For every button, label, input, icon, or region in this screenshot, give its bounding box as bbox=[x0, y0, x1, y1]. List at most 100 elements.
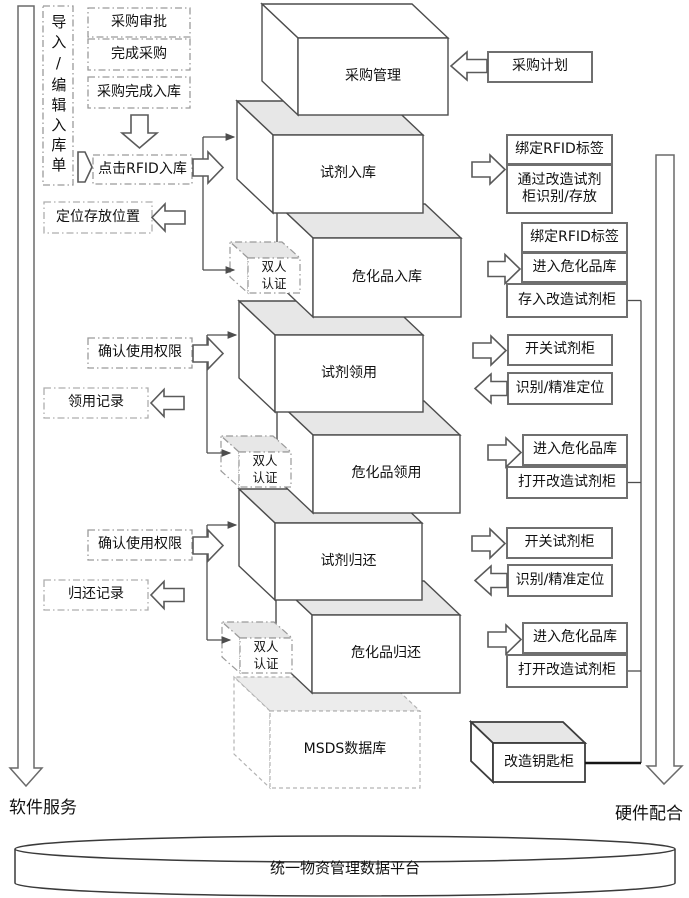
right-arrow-reagent-in-group bbox=[471, 153, 507, 186]
reagent-use-switch-cabinet-label: 开关试剂柜 bbox=[525, 341, 595, 358]
front-face bbox=[311, 614, 461, 694]
key-cabinet-label: 改造钥匙柜 bbox=[504, 753, 574, 770]
purchase-complete-box bbox=[87, 38, 191, 71]
return-record-label: 归还记录 bbox=[68, 586, 124, 603]
purchase-mgmt-label: 采购管理 bbox=[345, 67, 401, 84]
front-face bbox=[297, 37, 449, 116]
front-face bbox=[312, 434, 461, 514]
reagent-return-identify-locate-label: 识别/精准定位 bbox=[515, 571, 605, 588]
reagent-return-label: 试剂归还 bbox=[320, 552, 377, 569]
purchase-done-storage-label: 采购完成入库 bbox=[97, 83, 181, 100]
import-edit-note-label: 导入/编辑入库单 bbox=[49, 14, 68, 177]
purchase-plan-box bbox=[487, 51, 593, 83]
reagent-use-label: 试剂领用 bbox=[321, 364, 377, 381]
small-right-arrow-import bbox=[77, 151, 93, 183]
front-face bbox=[247, 257, 301, 294]
confirm-use-permission-label-1: 确认使用权限 bbox=[98, 344, 182, 361]
locate-storage-position-label: 定位存放位置 bbox=[56, 208, 140, 225]
cylinder-top bbox=[14, 835, 676, 863]
left-arrow-to-return-record bbox=[149, 579, 185, 611]
hardware-support-flow-arrow bbox=[645, 154, 684, 786]
purchase-approval-label: 采购审批 bbox=[111, 13, 167, 30]
right-arrow-click-rfid-to-reagent-in bbox=[192, 150, 225, 185]
hazmat-in-enter-box bbox=[521, 252, 628, 283]
left-arrow-to-use-record bbox=[149, 387, 185, 419]
hazmat-return-open-cabinet-box bbox=[506, 654, 628, 688]
reagent-use-identify-locate-box bbox=[507, 372, 613, 405]
dual-auth-line1: 双人 bbox=[252, 453, 278, 469]
reagent-in-via-cabinet-label: 通过改造试剂 柜识别/存放 bbox=[507, 165, 612, 213]
dual-auth-label-1: 双人 认证 bbox=[248, 258, 300, 293]
confirm-use-permission-label-2: 确认使用权限 bbox=[98, 536, 182, 553]
right-arrow-reagent-use-group bbox=[472, 334, 508, 367]
reagent-return-switch-cabinet-label: 开关试剂柜 bbox=[524, 534, 595, 551]
reagent-in-via-cabinet-box bbox=[506, 164, 613, 214]
hardware-bus-lines bbox=[585, 299, 642, 765]
right-arrow-hazmat-in-group bbox=[487, 252, 522, 286]
reagent-in-label: 试剂入库 bbox=[320, 165, 376, 182]
hazmat-in-store-label: 存入改造试剂柜 bbox=[518, 291, 616, 308]
confirm-use-permission-box-2 bbox=[87, 529, 193, 561]
hazmat-in-bind-rfid-label: 绑定RFID标签 bbox=[530, 228, 619, 245]
left-arrow-purchase-plan bbox=[449, 50, 488, 82]
locate-storage-position-box bbox=[43, 201, 153, 234]
front-face bbox=[492, 742, 586, 783]
reagent-use-cuboid bbox=[237, 299, 425, 414]
hazmat-use-open-cabinet-box bbox=[506, 466, 628, 499]
dual-auth-line2: 认证 bbox=[261, 275, 287, 291]
left-arrow-reagent-use-locate bbox=[473, 372, 508, 405]
left-arrow-reagent-return-locate bbox=[473, 564, 508, 597]
front-face bbox=[312, 237, 462, 318]
left-face bbox=[229, 240, 249, 295]
front-face bbox=[274, 334, 424, 413]
purchase-approval-box bbox=[87, 7, 191, 38]
via-cabinet-line1: 通过改造试剂 bbox=[517, 171, 602, 188]
dual-auth-line2: 认证 bbox=[252, 469, 278, 485]
dual-auth-cube-3 bbox=[220, 620, 294, 675]
hazmat-in-bind-rfid-box bbox=[521, 222, 628, 253]
purchase-plan-label: 采购计划 bbox=[512, 58, 568, 75]
hazmat-return-enter-box bbox=[522, 622, 628, 654]
dual-auth-cube-2 bbox=[219, 434, 293, 489]
left-face bbox=[221, 620, 241, 675]
reagent-use-switch-cabinet-box bbox=[507, 334, 613, 366]
use-record-label: 领用记录 bbox=[68, 394, 124, 411]
hazmat-return-cuboid bbox=[274, 579, 462, 695]
dual-auth-line1: 双人 bbox=[261, 259, 287, 275]
front-face bbox=[269, 710, 421, 789]
hardware-support-label: 硬件配合 bbox=[615, 804, 683, 825]
software-service-flow-arrow bbox=[8, 5, 44, 788]
platform-label: 统一物资管理数据平台 bbox=[269, 858, 420, 877]
hazmat-use-enter-label: 进入危化品库 bbox=[533, 441, 617, 458]
hazmat-return-open-cabinet-label: 打开改造试剂柜 bbox=[518, 662, 616, 679]
hazmat-in-enter-label: 进入危化品库 bbox=[532, 258, 617, 275]
reagent-in-cuboid bbox=[235, 99, 425, 215]
dual-auth-line1: 双人 bbox=[253, 639, 279, 655]
dual-auth-cube-1 bbox=[228, 240, 302, 295]
purchase-done-storage-box bbox=[87, 76, 191, 109]
via-cabinet-line2: 柜识别/存放 bbox=[522, 189, 597, 205]
key-cabinet-cuboid bbox=[468, 719, 588, 785]
use-record-box bbox=[43, 387, 149, 419]
msds-db-label: MSDS数据库 bbox=[303, 740, 387, 757]
hazmat-use-enter-box bbox=[522, 434, 628, 466]
right-arrow-hazmat-use-group bbox=[487, 436, 523, 469]
click-rfid-storage-label: 点击RFID入库 bbox=[98, 160, 187, 177]
front-face bbox=[239, 637, 293, 674]
hazmat-in-label: 危化品入库 bbox=[352, 268, 422, 285]
right-arrow-confirm-permission-1 bbox=[192, 336, 225, 371]
front-face bbox=[238, 451, 292, 488]
click-rfid-storage-box bbox=[92, 154, 193, 185]
return-record-box bbox=[43, 579, 149, 611]
software-service-label: 软件服务 bbox=[9, 798, 77, 819]
dual-auth-label-3: 双人 认证 bbox=[240, 638, 292, 673]
reagent-return-identify-locate-box bbox=[507, 564, 613, 597]
reagent-use-identify-locate-label: 识别/精准定位 bbox=[515, 379, 605, 396]
right-arrow-confirm-permission-2 bbox=[192, 528, 225, 563]
import-edit-note-box bbox=[42, 5, 74, 186]
dual-auth-line2: 认证 bbox=[253, 655, 279, 671]
reagent-in-bind-rfid-label: 绑定RFID标签 bbox=[515, 140, 604, 157]
hazmat-in-store-box bbox=[506, 283, 628, 318]
hazmat-return-label: 危化品归还 bbox=[351, 645, 421, 662]
